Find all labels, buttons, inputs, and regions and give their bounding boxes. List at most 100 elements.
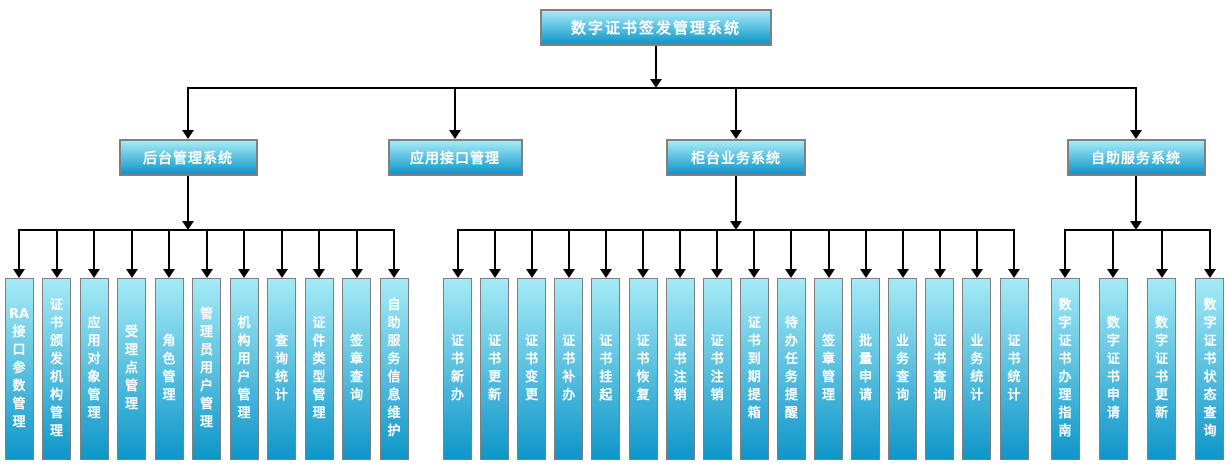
vertical-label-char: 证	[450, 334, 464, 349]
connector-line-vertical	[187, 176, 189, 224]
vertical-label-char: 书	[525, 352, 539, 367]
child-node-label: 查询统计	[275, 333, 288, 405]
vertical-label-char: 更	[525, 388, 539, 403]
vertical-label-char: 服	[387, 334, 401, 349]
vertical-label-char: 理	[124, 343, 138, 358]
vertical-label-char: 申	[859, 370, 873, 385]
connector-line-vertical	[243, 230, 245, 272]
vertical-label-char: 参	[12, 361, 26, 376]
connector-line-vertical	[456, 230, 459, 272]
child-node-label: 证书注销	[674, 333, 687, 405]
vertical-label-char: 自	[387, 298, 401, 313]
vertical-label-char: 办	[450, 388, 464, 403]
connector-line-vertical	[1013, 230, 1015, 272]
arrowhead-down-icon	[451, 269, 464, 278]
vertical-label-char: 统	[274, 370, 288, 385]
child-node-label: 证书颁发机构管理	[50, 297, 63, 441]
vertical-label-char: 证	[1203, 334, 1217, 349]
child-node: 证书挂起	[591, 278, 621, 460]
connector-line-vertical	[753, 230, 756, 272]
connector-line-vertical	[827, 230, 830, 272]
vertical-label-char: 构	[49, 388, 63, 403]
vertical-label-char: 色	[162, 352, 176, 367]
vertical-label-char: 助	[387, 316, 401, 331]
child-node-label: 数字证书状态查询	[1203, 297, 1216, 441]
child-node-label: 签章查询	[350, 333, 363, 405]
child-node: 角色管理	[154, 278, 184, 460]
connector-line-vertical	[530, 230, 533, 272]
vertical-label-char: 信	[387, 370, 401, 385]
vertical-label-char: 签	[821, 334, 835, 349]
connector-line-vertical	[130, 230, 133, 272]
arrowhead-down-icon	[711, 269, 724, 278]
branch-node-0-label: 后台管理系统	[143, 150, 233, 167]
vertical-label-char: 醒	[784, 406, 798, 421]
arrowhead-down-icon	[896, 269, 909, 278]
child-node: 证书到期提箱	[739, 278, 769, 460]
vertical-label-char: 理	[162, 388, 176, 403]
connector-line-vertical	[205, 230, 208, 272]
vertical-label-char: 书	[636, 352, 650, 367]
vertical-label-char: 业	[896, 334, 910, 349]
arrowhead-down-icon	[730, 130, 742, 139]
vertical-label-char: 理	[821, 388, 835, 403]
child-node-label: 证书到期提箱	[748, 315, 761, 423]
arrowhead-down-icon	[674, 269, 687, 278]
connector-line-vertical	[735, 88, 737, 133]
vertical-label-char: 书	[1203, 352, 1217, 367]
arrowhead-down-icon	[599, 269, 612, 278]
arrowhead-down-icon	[388, 269, 400, 278]
vertical-label-char: 管	[87, 388, 101, 403]
vertical-label-char: 理	[12, 415, 26, 430]
vertical-label-char: 理	[199, 415, 213, 430]
arrowhead-down-icon	[1130, 130, 1142, 139]
arrowhead-down-icon	[125, 269, 138, 278]
child-node-label: 受理点管理	[125, 324, 138, 414]
vertical-label-char: 书	[710, 352, 724, 367]
child-node-label: 证件类型管理	[312, 315, 325, 423]
vertical-label-char: 指	[1058, 406, 1072, 421]
arrowhead-down-icon	[859, 269, 872, 278]
vertical-label-char: 态	[1203, 388, 1217, 403]
connector-line-vertical	[655, 46, 657, 82]
arrowhead-down-icon	[88, 269, 100, 278]
vertical-label-char: 对	[87, 352, 101, 367]
arrowhead-down-icon	[238, 269, 250, 278]
vertical-label-char: 证	[312, 316, 326, 331]
vertical-label-char: 数	[1203, 298, 1217, 313]
vertical-label-char: 业	[970, 334, 984, 349]
vertical-label-char: 户	[237, 370, 251, 385]
connector-line-vertical	[642, 230, 644, 272]
vertical-label-char: 管	[199, 307, 213, 322]
vertical-label-char: 字	[1155, 334, 1169, 349]
arrowhead-down-icon	[748, 269, 761, 278]
arrowhead-down-icon	[182, 130, 194, 139]
arrowhead-down-icon	[1203, 269, 1216, 278]
child-node: 数字证书状态查询	[1195, 278, 1225, 460]
vertical-label-char: 统	[970, 370, 984, 385]
vertical-label-char: 应	[87, 316, 101, 331]
branch-node-2: 柜台业务系统	[666, 139, 806, 176]
vertical-label-char: 书	[599, 352, 613, 367]
vertical-label-char: 象	[87, 370, 101, 385]
child-node: 批量申请	[851, 278, 881, 460]
vertical-label-char: 数	[12, 379, 26, 394]
vertical-label-char: 查	[1203, 406, 1217, 421]
connector-line-vertical	[567, 230, 570, 272]
arrowhead-down-icon	[163, 269, 175, 278]
connector-line-vertical	[18, 230, 20, 272]
child-node-label: 数字证书申请	[1107, 315, 1120, 423]
connector-line-vertical	[1208, 230, 1211, 272]
vertical-label-char: 类	[312, 352, 326, 367]
arrowhead-down-icon	[350, 269, 363, 278]
vertical-label-char: 注	[710, 370, 724, 385]
arrowhead-down-icon	[488, 269, 501, 278]
vertical-label-char: 更	[488, 370, 502, 385]
arrowhead-down-icon	[200, 269, 213, 278]
vertical-label-char: 挂	[599, 370, 613, 385]
vertical-label-char: 计	[1007, 388, 1021, 403]
vertical-label-char: 计	[970, 388, 984, 403]
vertical-label-char: 书	[673, 352, 687, 367]
vertical-label-char: 用	[237, 352, 251, 367]
child-node: 证书注销	[702, 278, 732, 460]
